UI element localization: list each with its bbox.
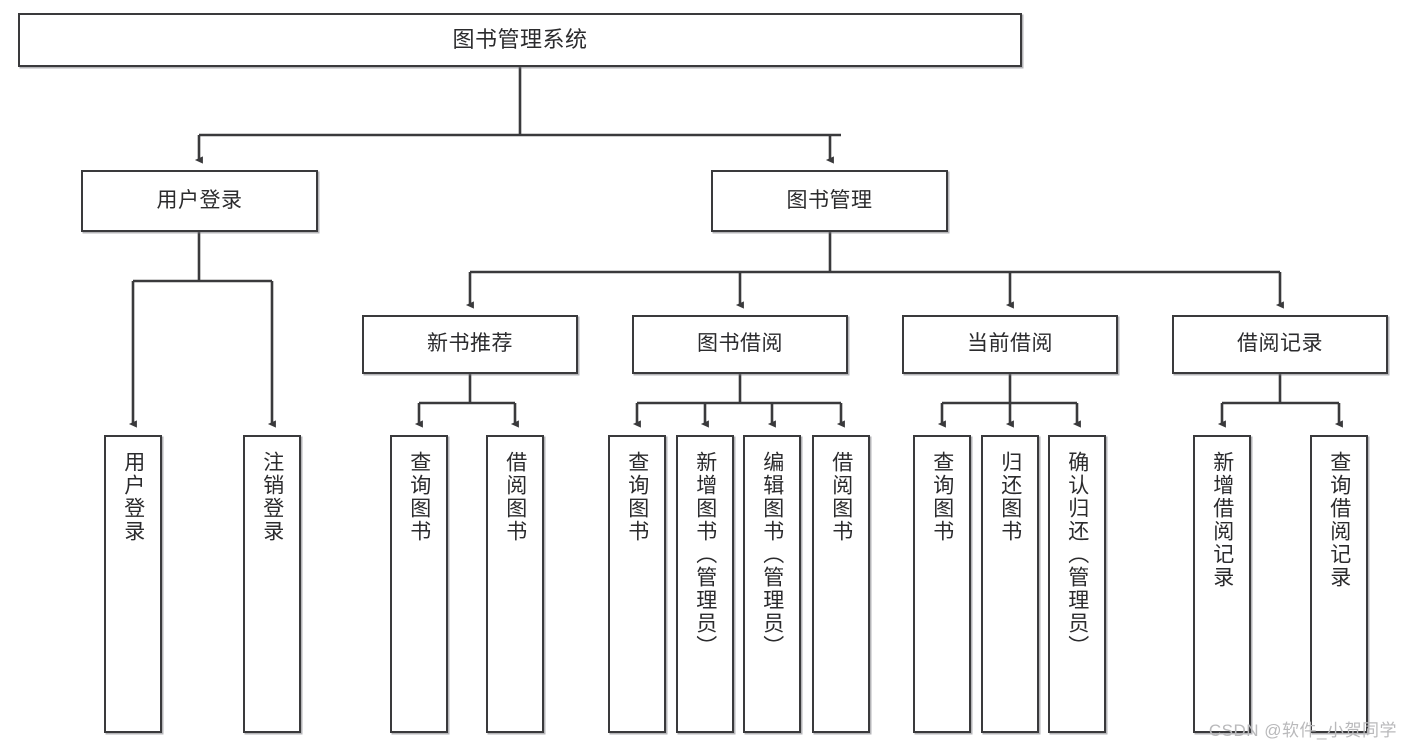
- node-label: 查询借阅记录: [1327, 451, 1351, 589]
- node-label: 新增借阅记录: [1210, 451, 1234, 589]
- node-label: 图书管理: [786, 188, 873, 212]
- node-label: 借阅图书: [829, 451, 853, 543]
- node-label: 确认归还（管理员）: [1065, 451, 1089, 658]
- watermark-csdn: CSDN @软件_小贺同学: [1208, 721, 1397, 740]
- leaf-edit-book-admin[interactable]: 编辑图书（管理员）: [743, 435, 801, 733]
- node-root-book-management-system[interactable]: 图书管理系统: [18, 13, 1022, 67]
- node-label: 查询图书: [625, 451, 649, 543]
- node-label: 查询图书: [930, 451, 954, 543]
- leaf-borrow-query-book[interactable]: 查询图书: [608, 435, 666, 733]
- node-label: 编辑图书（管理员）: [760, 451, 784, 658]
- node-borrow-record[interactable]: 借阅记录: [1172, 315, 1388, 374]
- node-user-login[interactable]: 用户登录: [81, 170, 318, 232]
- node-book-borrow[interactable]: 图书借阅: [632, 315, 848, 374]
- leaf-borrow-book[interactable]: 借阅图书: [812, 435, 870, 733]
- node-label: 新书推荐: [427, 332, 513, 356]
- leaf-return-book[interactable]: 归还图书: [981, 435, 1039, 733]
- node-label: 当前借阅: [967, 332, 1053, 356]
- node-new-book-recommend[interactable]: 新书推荐: [362, 315, 578, 374]
- leaf-confirm-return-admin[interactable]: 确认归还（管理员）: [1048, 435, 1106, 733]
- node-label: 用户登录: [156, 188, 243, 212]
- leaf-logout[interactable]: 注销登录: [243, 435, 301, 733]
- leaf-query-borrow-record[interactable]: 查询借阅记录: [1310, 435, 1368, 733]
- node-label: 新增图书（管理员）: [693, 451, 717, 658]
- node-label: 借阅记录: [1237, 332, 1323, 356]
- node-label: 图书借阅: [697, 332, 783, 356]
- node-label: 查询图书: [407, 451, 431, 543]
- leaf-add-book-admin[interactable]: 新增图书（管理员）: [676, 435, 734, 733]
- node-label: 注销登录: [260, 451, 284, 543]
- leaf-new-book-borrow[interactable]: 借阅图书: [486, 435, 544, 733]
- node-book-management[interactable]: 图书管理: [711, 170, 948, 232]
- leaf-user-login[interactable]: 用户登录: [104, 435, 162, 733]
- leaf-current-query-book[interactable]: 查询图书: [913, 435, 971, 733]
- node-current-borrow[interactable]: 当前借阅: [902, 315, 1118, 374]
- node-label: 图书管理系统: [452, 27, 588, 53]
- node-label: 借阅图书: [503, 451, 527, 543]
- node-label: 归还图书: [998, 451, 1022, 543]
- leaf-add-borrow-record[interactable]: 新增借阅记录: [1193, 435, 1251, 733]
- leaf-new-book-query[interactable]: 查询图书: [390, 435, 448, 733]
- node-label: 用户登录: [121, 451, 145, 543]
